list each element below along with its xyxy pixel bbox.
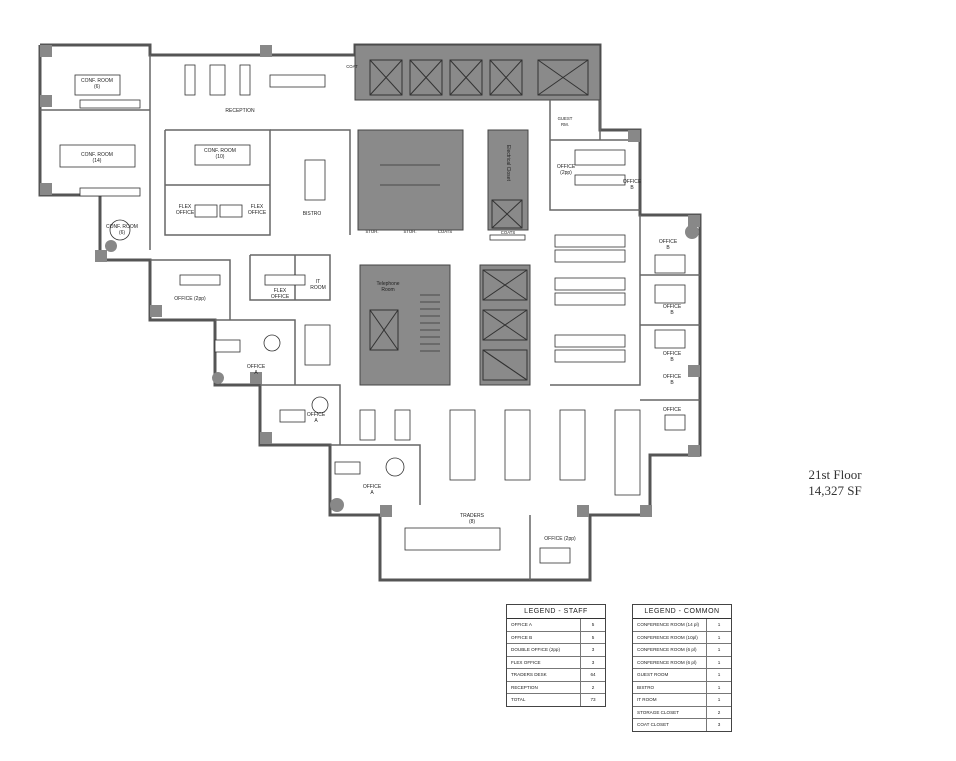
office-b5-label: OFFICE [663,407,682,413]
traders-label: TRADERS(8) [460,513,485,525]
bistro-label: BISTRO [303,211,322,217]
conf-room-6-corner-label: CONF. ROOM(6) [106,224,138,236]
legend-staff-row: DOUBLE OFFICE (2pp)3 [507,644,605,657]
elevator-shafts [369,59,589,381]
legend-common-row: CONFERENCE ROOM (6 pl)1 [633,656,731,669]
floor-area: 14,327 SF [808,483,862,498]
legend-common-row: CONFERENCE ROOM (10pl)1 [633,631,731,644]
reception-label: RECEPTION [225,108,255,114]
legend-common-title: LEGEND - COMMON [633,605,731,619]
interior-walls [40,55,700,580]
legend-common: LEGEND - COMMON CONFERENCE ROOM (14 pl)1… [632,604,732,732]
legend-staff-title: LEGEND - STAFF [507,605,605,619]
office-2pp-bottom-label: OFFICE (2pp) [544,536,576,542]
office-2pp-left-label: OFFICE (2pp) [174,296,206,302]
coat-closet-label: COAT [346,64,358,69]
conf-room-6-north-label: CONF. ROOM(6) [81,78,113,90]
storage-2-label: STOR. [403,229,416,234]
floor-name: 21st Floor [808,467,862,482]
office-2pp-right-label: OFFICE(2pp) [557,164,576,176]
room-labels: CONF. ROOM(6) CONF. ROOM(14) CONF. ROOM(… [81,64,682,542]
furniture [59,64,686,564]
storage-1-label: STOR. [365,229,378,234]
conf-room-10-label: CONF. ROOM(10) [204,148,236,160]
structural-columns [40,45,700,517]
legend-common-row: CONFERENCE ROOM (6 pl)1 [633,644,731,657]
stair [380,164,440,352]
floor-title: 21st Floor 14,327 SF [790,467,880,499]
legend-common-row: CONFERENCE ROOM (14 pl)1 [633,619,731,632]
conf-room-14-label: CONF. ROOM(14) [81,152,113,164]
coats-closet-label: COATS [501,230,516,235]
core [354,44,601,386]
electrical-closet-label: Electrical Closet [505,145,511,181]
trader-desk-clusters [449,234,641,496]
coats-2-label: COATS [438,229,453,234]
